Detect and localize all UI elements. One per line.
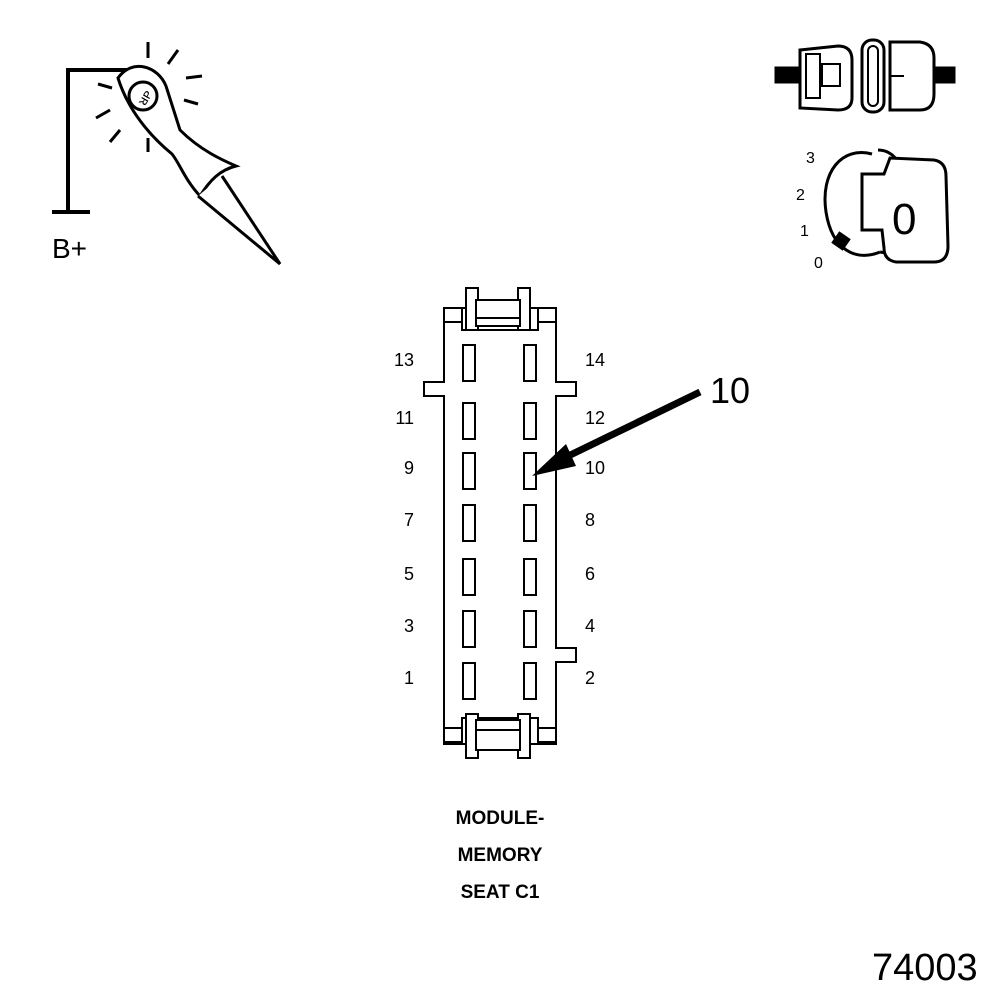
left-pin-labels: 13 11 9 7 5 3 1 [394,350,414,688]
pin-cavity-6 [523,558,537,596]
pin-cavity-14 [523,344,537,382]
pin-cavity-7 [462,504,476,542]
pin-label-6: 6 [585,564,595,584]
connector-name-line-1: MODULE- [455,808,545,829]
pin-cavity-5 [462,558,476,596]
pin-label-4: 4 [585,616,595,636]
pin-label-11: 11 [395,408,414,428]
pin-cavities [462,344,537,700]
pin-label-10: 10 [585,458,605,478]
pin-label-9: 9 [404,458,414,478]
connector-name-line-2: MEMORY [457,845,543,866]
pin-cavity-8 [523,504,537,542]
pin-label-3: 3 [404,616,414,636]
connector-housing [423,307,577,745]
connector-name: MODULE- MEMORY SEAT C1 [400,800,600,911]
pin-cavity-3 [462,610,476,648]
pin-label-1: 1 [404,668,414,688]
light-rays-icon [95,42,203,152]
pin-cavity-2 [523,662,537,700]
ignition-key-face: 0 [892,195,916,244]
figure-number: 74003 [872,947,978,989]
test-lamp-bulb-text: ᴚᴘ [134,87,155,108]
ignition-position-3: 3 [806,150,815,167]
connector-bottom-latch [443,713,557,759]
test-lamp-lead-wire [66,68,132,212]
supply-label: B+ [52,233,87,264]
ignition-position-1: 1 [800,223,809,240]
callout-label: 10 [710,370,750,411]
pin-label-14: 14 [585,350,605,370]
ignition-indicator [831,231,851,251]
connector-top-latch [443,287,557,331]
ignition-position-2: 2 [796,187,805,204]
pin-cavity-4 [523,610,537,648]
test-lamp-needle [197,175,282,266]
connector-disconnect-icon [774,38,956,114]
connector-name-line-3: SEAT C1 [460,882,540,903]
pin-cavity-11 [462,402,476,440]
pin-cavity-13 [462,344,476,382]
callout-arrow-shaft [558,388,702,464]
right-pin-labels: 14 12 10 8 6 4 2 [585,350,605,688]
pin-label-5: 5 [404,564,414,584]
pin-cavity-10 [523,452,537,490]
pin-label-7: 7 [404,510,414,530]
ignition-key [860,156,950,264]
pin-cavity-12 [523,402,537,440]
pin-label-2: 2 [585,668,595,688]
ignition-key-icon: 0 0 1 2 3 [796,148,950,272]
test-lamp-icon: B+ ᴚᴘ [52,42,282,266]
callout-arrow-head [532,444,576,476]
ignition-position-0: 0 [814,255,823,272]
pin-label-12: 12 [585,408,605,428]
connector-face [423,287,577,759]
pin-cavity-1 [462,662,476,700]
pin-cavity-9 [462,452,476,490]
test-lamp-bulb [127,80,159,112]
pin-label-13: 13 [394,350,414,370]
pin-label-8: 8 [585,510,595,530]
callout-arrow: 10 [532,370,750,476]
